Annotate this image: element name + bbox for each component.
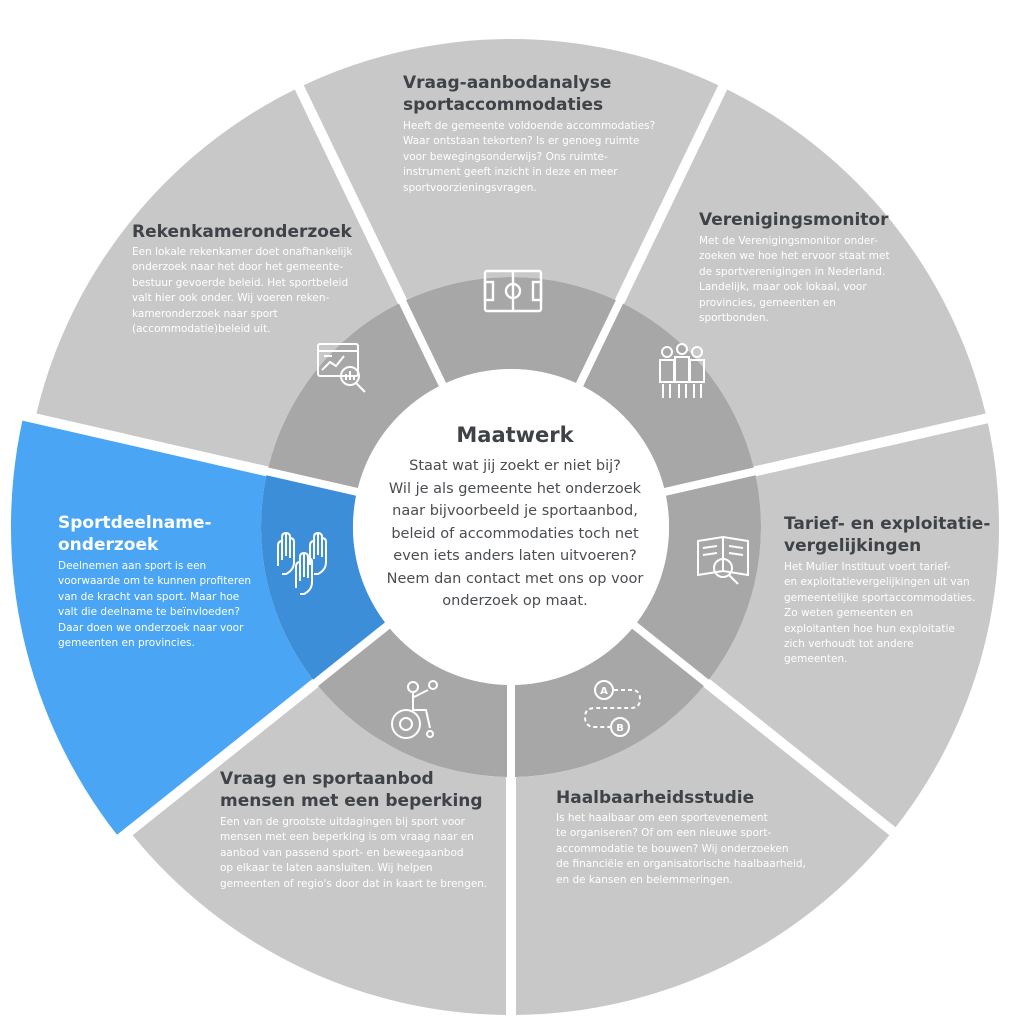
wheelchair-ball-icon <box>391 680 438 739</box>
segment-title: Verenigingsmonitor <box>699 210 889 230</box>
sports-field-icon <box>483 269 543 313</box>
segment-inner-6[interactable] <box>268 303 439 489</box>
sports-team-icon <box>659 343 705 398</box>
segment-description: Heeft de gemeente voldoende accommodatie… <box>403 120 656 194</box>
segment-outer-0[interactable] <box>303 39 719 300</box>
segment-inner-5[interactable] <box>261 475 385 680</box>
segment-outer-3[interactable] <box>516 686 890 1015</box>
segment-outer-2[interactable] <box>709 423 1000 828</box>
data-analysis-icon <box>317 343 366 393</box>
segment-title: Haalbaarheidsstudie <box>556 788 755 808</box>
segment-outer-4[interactable] <box>132 686 506 1015</box>
segment-title: Vraag en sportaanbod mensen met een bepe… <box>220 769 483 811</box>
center-title: Maatwerk <box>456 423 574 447</box>
route-label-b: B <box>616 723 624 734</box>
segment-description: Het Mulier Instituut voert tarief- en ex… <box>784 561 976 666</box>
segment-inner-0[interactable] <box>406 277 616 383</box>
segment-inner-1[interactable] <box>583 303 754 489</box>
segment-description: Met de Verenigingsmonitor onder- zoeken … <box>699 235 890 325</box>
segment-inner-3[interactable] <box>515 628 704 777</box>
route-a-to-b-icon <box>583 680 642 737</box>
center-circle <box>353 369 669 685</box>
raised-hands-icon <box>277 532 327 595</box>
route-label-a: A <box>600 686 608 697</box>
segment-title: Rekenkameronderzoek <box>132 222 352 242</box>
segment-outer-1[interactable] <box>624 89 986 467</box>
segment-outer-5[interactable] <box>10 420 313 835</box>
segment-title: Tarief- en exploitatie- vergelijkingen <box>784 514 991 556</box>
segment-description: Is het haalbaar om een sportevenement te… <box>556 812 806 886</box>
segment-description: Een lokale rekenkamer doet onafhankelijk… <box>132 246 353 336</box>
center-text: Staat wat jij zoekt er niet bij? Wil je … <box>386 458 644 609</box>
segment-inner-2[interactable] <box>637 475 761 680</box>
segment-title: Sportdeelname- onderzoek <box>58 513 212 555</box>
segment-outer-6[interactable] <box>36 89 399 467</box>
book-magnifier-icon <box>697 535 749 585</box>
segment-description: Een van de grootste uitdagingen bij spor… <box>220 816 488 890</box>
segment-title: Vraag-aanbodanalyse sportaccommodaties <box>403 73 612 115</box>
segment-description: Deelnemen aan sport is een voorwaarde om… <box>58 560 252 650</box>
